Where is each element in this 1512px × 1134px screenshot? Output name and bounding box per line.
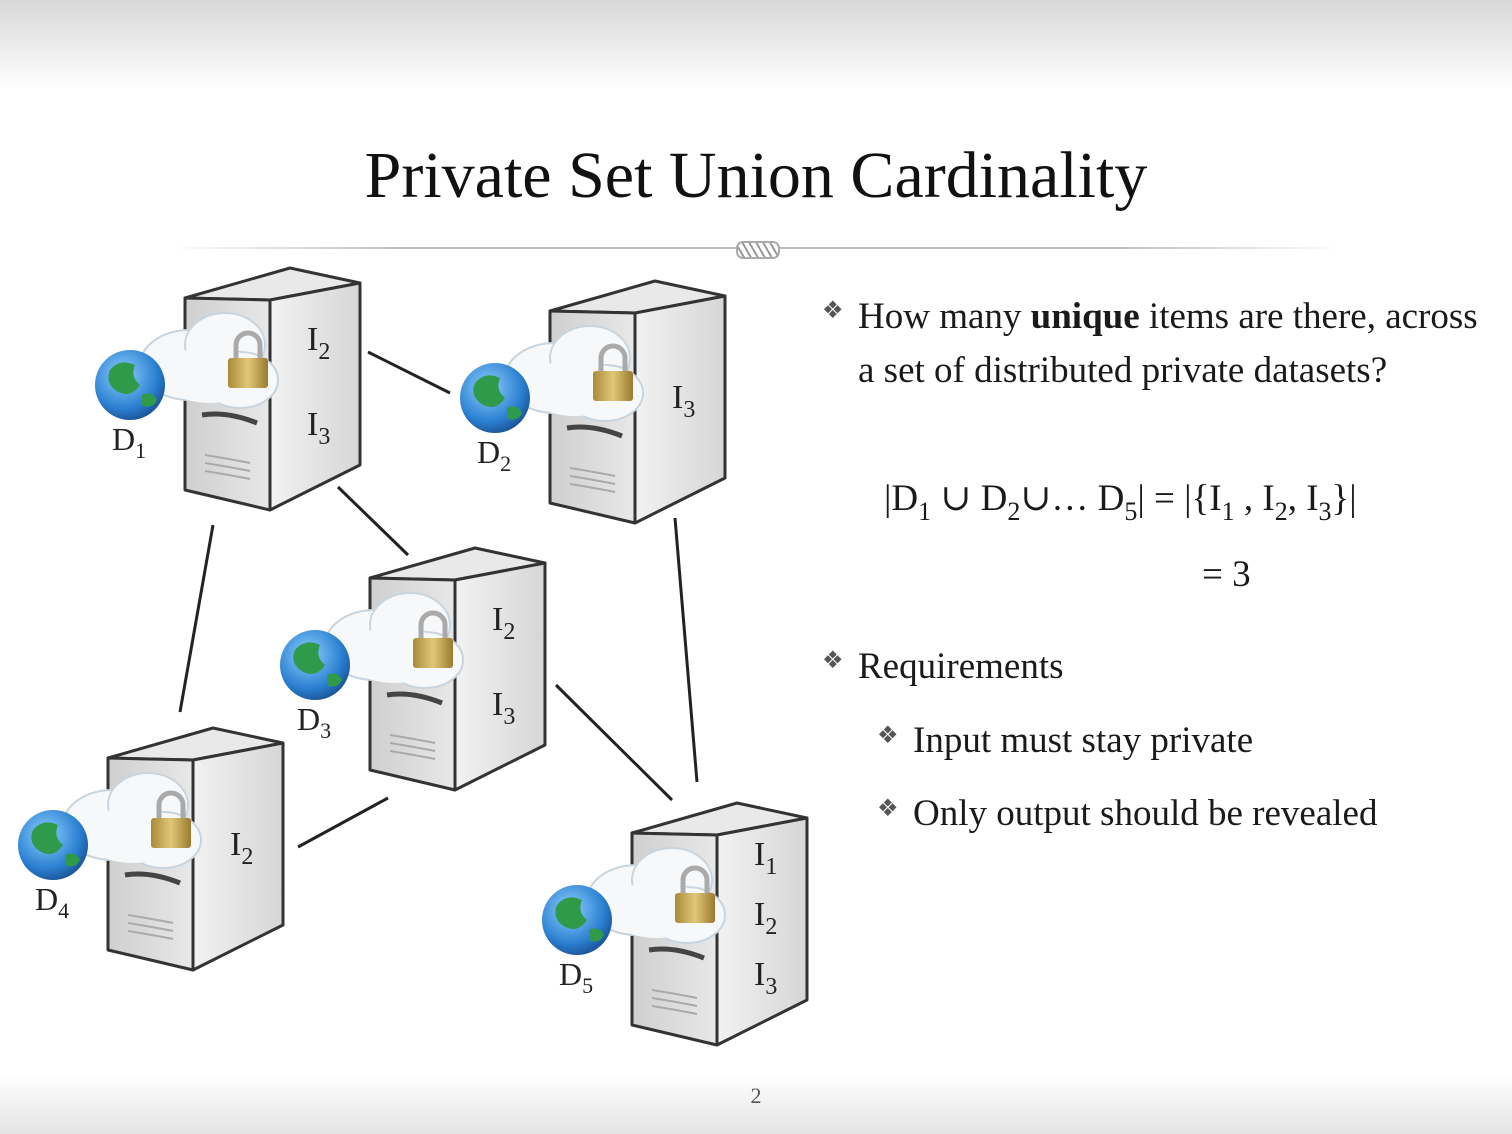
bullet-question: How many unique items are there, across …	[858, 290, 1478, 398]
bullet-requirements: Requirements	[858, 646, 1064, 687]
server-side	[453, 561, 547, 792]
padlock-icon	[413, 610, 453, 668]
cloud-icon	[139, 312, 279, 409]
link-d1-d4	[178, 524, 215, 713]
link-d4-d3	[297, 796, 389, 849]
question-text-rest: items are there, across a set of distrib…	[858, 296, 1478, 391]
globe-icon	[542, 885, 612, 955]
cloud-icon	[586, 847, 726, 944]
bottom-shade	[0, 1074, 1512, 1134]
sub-bullet-icon: ❖	[877, 796, 899, 822]
sub-bullet-icon: ❖	[877, 723, 899, 749]
formula-result: = 3	[1202, 554, 1251, 595]
top-shade	[0, 0, 1512, 90]
link-d2-d5	[673, 517, 699, 783]
server-side	[191, 741, 285, 972]
dataset-label: D5	[559, 956, 593, 998]
globe-icon	[460, 363, 530, 433]
question-bold: unique	[1030, 296, 1140, 337]
globe-icon	[95, 350, 165, 420]
bullet-icon: ❖	[822, 298, 844, 324]
dataset-label: D3	[297, 701, 331, 743]
slide-title: Private Set Union Cardinality	[364, 139, 1148, 212]
dataset-label: D1	[112, 421, 146, 463]
sub-bullet-output-revealed: Only output should be revealed	[913, 793, 1378, 834]
server-side	[715, 816, 809, 1047]
dataset-label: D2	[477, 434, 511, 476]
server-side	[268, 281, 362, 512]
padlock-icon	[151, 790, 191, 848]
page-number: 2	[750, 1083, 762, 1108]
divider-ornament	[736, 241, 780, 259]
link-d1-d2	[367, 350, 451, 395]
globe-icon	[18, 810, 88, 880]
connection-lines	[178, 350, 699, 849]
padlock-icon	[228, 330, 268, 388]
padlock-icon	[593, 343, 633, 401]
padlock-icon	[675, 865, 715, 923]
dataset-label: D4	[35, 881, 69, 923]
bullet-icon: ❖	[822, 648, 844, 674]
formula: |D1 ∪ D2∪… D5| = |{I1 , I2, I3}|	[884, 478, 1357, 526]
question-text: How many	[858, 296, 1031, 337]
sub-bullet-input-private: Input must stay private	[913, 720, 1254, 761]
link-d3-d5	[554, 683, 674, 802]
globe-icon	[280, 630, 350, 700]
server-side	[633, 294, 727, 525]
link-d1-d3	[336, 485, 410, 557]
